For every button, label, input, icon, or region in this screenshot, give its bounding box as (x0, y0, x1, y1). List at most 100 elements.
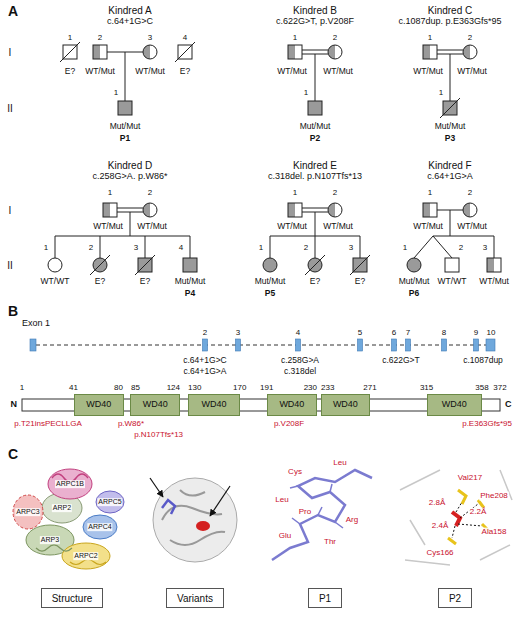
male-symbol (175, 42, 195, 62)
genotype: WT/Mut (137, 222, 167, 231)
domain-box: WD40 (188, 394, 240, 416)
individual-number: 2 (98, 34, 102, 43)
residue-name: Cys166 (425, 549, 454, 558)
individual-number: 2 (304, 244, 308, 253)
pedigree-line (315, 54, 316, 101)
residue-number: 41 (69, 384, 78, 393)
domain-box: WD40 (427, 394, 482, 416)
residue-number: 191 (260, 384, 273, 393)
genotype: WT/Mut (277, 222, 307, 231)
distance: 2.4Å (431, 522, 449, 531)
variant-name: c.622G>T, p.V208F (276, 17, 354, 27)
exon-number: 5 (358, 329, 362, 338)
panel-letter: C (8, 447, 18, 462)
domain-box: WD40 (321, 394, 370, 416)
residue-name: Val217 (457, 474, 483, 483)
residue-number: 230 (304, 384, 317, 393)
female-symbol (305, 255, 325, 275)
pedigree-line (270, 236, 271, 258)
exon-number: 7 (406, 329, 410, 338)
complex-structure (13, 469, 124, 569)
variant-name: c.1087dup. p.E363Gfs*95 (398, 17, 501, 27)
male-symbol (487, 258, 501, 272)
variant-name: c.318del. p.N107Tfs*13 (268, 172, 362, 182)
residue-number: 271 (363, 384, 376, 393)
genotype: WT/WT (438, 277, 467, 286)
individual-number: 3 (349, 244, 353, 253)
individual-number: 1 (108, 189, 112, 198)
female-symbol (263, 258, 277, 272)
individual-number: 1 (428, 189, 432, 198)
pedigree-line (55, 236, 190, 237)
residue-name: Cys (287, 468, 303, 477)
generation-number: II (7, 260, 13, 271)
domain-name: WD40 (333, 400, 358, 410)
kindred-title: Kindred D (108, 160, 152, 171)
residue-name: Glu (278, 532, 292, 541)
pedigree-line (414, 236, 433, 258)
genotype: E? (355, 277, 365, 286)
genotype: Mut/Mut (435, 122, 466, 131)
individual-number: 1 (293, 34, 297, 43)
residue-number: 130 (188, 384, 201, 393)
domain-box: WD40 (267, 394, 317, 416)
residue-number: 1 (20, 384, 24, 393)
exon-number: 8 (442, 329, 446, 338)
residue-number: 80 (114, 384, 123, 393)
genotype: E? (140, 277, 150, 286)
male-symbol (423, 45, 437, 59)
male-symbol (60, 42, 80, 62)
individual-number: 2 (459, 244, 463, 253)
individual-number: 1 (304, 89, 308, 98)
caption-box: P1 (308, 588, 342, 608)
patient-id: P1 (120, 134, 130, 143)
individual-number: 1 (44, 244, 48, 253)
terminus: C (505, 400, 512, 410)
kindred-title: Kindred C (428, 5, 472, 16)
domain-name: WD40 (143, 400, 168, 410)
pedigree-line (433, 236, 452, 258)
individual-number: 1 (68, 34, 72, 43)
subunit-name: ARP2 (52, 504, 72, 512)
male-symbol (288, 45, 302, 59)
residue-number: 124 (167, 384, 180, 393)
p1-insertion (272, 470, 372, 560)
variant-name: c.64+1G>C (107, 17, 153, 27)
individual-number: 1 (293, 189, 297, 198)
variant-name: c.64+1G>A (427, 172, 473, 182)
pedigree-line (55, 236, 56, 258)
genotype: Mut/Mut (255, 277, 286, 286)
individual-number: 4 (179, 244, 183, 253)
female-symbol (143, 203, 157, 217)
patient-id: P3 (445, 134, 455, 143)
genotype: E? (95, 277, 105, 286)
residue-name: Arg (345, 516, 359, 525)
residue-number: 170 (233, 384, 246, 393)
protein-variant: p.W86* (118, 420, 144, 429)
individual-number: 4 (183, 34, 187, 43)
pedigree-line (190, 236, 191, 258)
female-symbol (90, 255, 110, 275)
genotype: WT/Mut (85, 67, 115, 76)
genotype: WT/Mut (277, 67, 307, 76)
patient-id: P6 (409, 289, 419, 298)
exon-number: 4 (296, 329, 300, 338)
male-symbol (445, 258, 459, 272)
individual-number: 2 (333, 34, 337, 43)
panel-caption: P2 (449, 593, 461, 604)
genotype: WT/Mut (457, 67, 487, 76)
genotype: Mut/Mut (175, 277, 206, 286)
genotype: E? (180, 67, 190, 76)
exon-number: 6 (392, 329, 396, 338)
male-symbol (183, 258, 197, 272)
patient-id: P4 (185, 289, 195, 298)
protein-variant: p.T21insPECLLGA (14, 420, 82, 429)
residue-number: 315 (420, 384, 433, 393)
residue-name: Pro (298, 508, 312, 517)
caption-box: Variants (166, 588, 224, 608)
female-symbol (407, 258, 421, 272)
protein-variant: p.N107Tfs*13 (134, 431, 183, 440)
kindred-title: Kindred E (293, 160, 337, 171)
genotype: Mut/Mut (300, 122, 331, 131)
subunit-name: ARPC5 (97, 498, 122, 506)
